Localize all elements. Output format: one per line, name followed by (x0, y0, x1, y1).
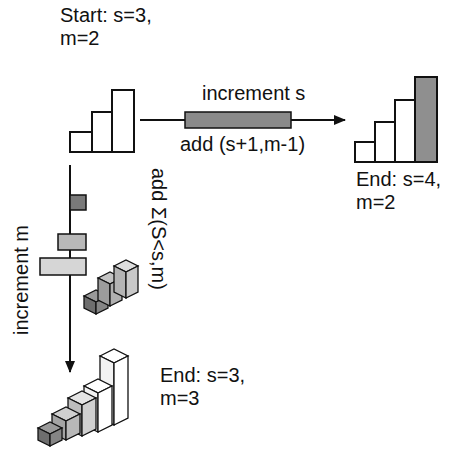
start-histogram (70, 90, 134, 152)
start-label: Start: s=3, m=2 (60, 4, 160, 50)
step-label: increment m (10, 225, 33, 335)
end-label: End: s=4, m=2 (356, 168, 456, 214)
end-histogram (355, 77, 437, 162)
step-label: increment s (202, 82, 305, 105)
added-bar (185, 112, 291, 128)
end-stack-3d (38, 349, 128, 446)
added-term-label: add (s+1,m-1) (180, 133, 305, 156)
end-label: End: s=3, m=3 (160, 364, 260, 410)
added-bars (40, 195, 86, 275)
stack-3d (84, 260, 138, 314)
added-term-label: add Σ(S<s,m) (147, 168, 170, 290)
